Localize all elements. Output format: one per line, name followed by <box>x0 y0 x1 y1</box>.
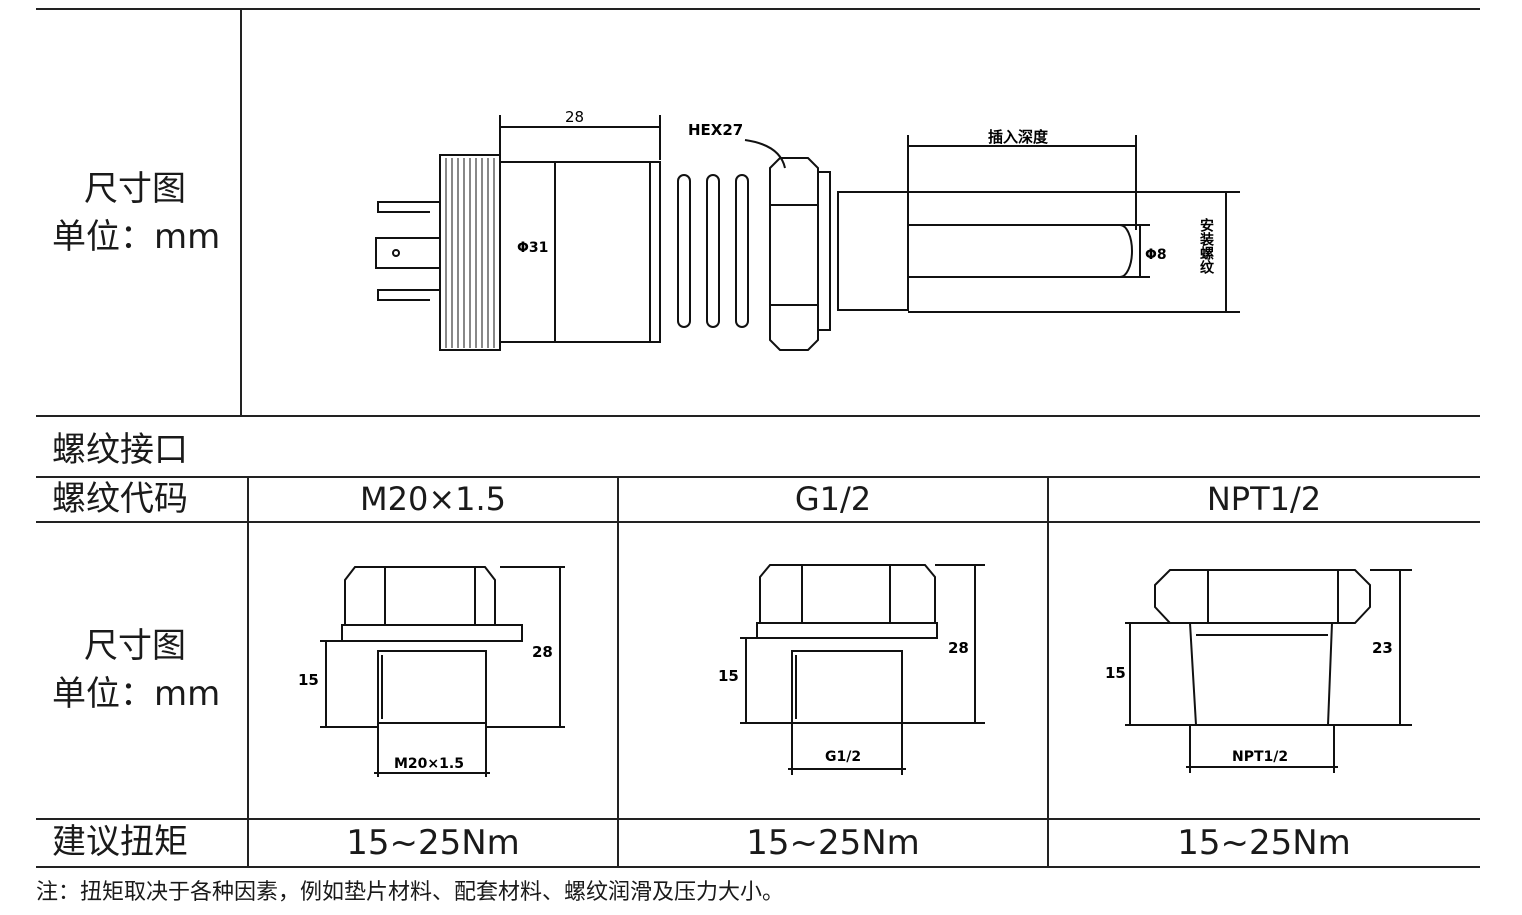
fitting-npt12-height: 23 <box>1372 639 1393 657</box>
torque-label: 建议扭矩 <box>52 822 188 862</box>
fitting-m20-height: 28 <box>532 643 553 661</box>
fitting-m20-thread-len: 15 <box>298 671 319 689</box>
dim-label-line1: 尺寸图 <box>84 626 186 666</box>
dim-hex-label: HEX27 <box>688 121 743 139</box>
footnote: 注：扭矩取决于各种因素，例如垫片材料、配套材料、螺纹润滑及压力大小。 <box>36 880 785 905</box>
thread-code-m20: M20×1.5 <box>359 480 507 518</box>
thread-code-g12: G1/2 <box>794 480 872 518</box>
section1-divider <box>240 8 242 416</box>
section1-label-line2: 单位：mm <box>52 217 221 257</box>
thread-code-npt12: NPT1/2 <box>1206 480 1322 518</box>
section1-label-line1: 尺寸图 <box>84 169 186 209</box>
section1-bottom <box>36 415 1480 417</box>
col-divider-1 <box>247 477 249 867</box>
fitting-npt12-thread: NPT1/2 <box>1232 749 1288 765</box>
fitting-npt12-drawing: 23 15 NPT1/2 <box>1105 569 1412 773</box>
sensor-dimension-drawing: 28 HEX27 插入深度 Φ31 Φ8 安装螺纹 <box>375 108 1240 351</box>
col-divider-2 <box>617 477 619 867</box>
torque-row-bottom <box>36 866 1480 868</box>
torque-g12: 15~25Nm <box>746 823 920 863</box>
fitting-g12-drawing: 28 15 G1/2 <box>718 564 985 775</box>
col-divider-3 <box>1047 477 1049 867</box>
dim-body-dia-label: Φ31 <box>517 240 548 256</box>
torque-npt12: 15~25Nm <box>1177 823 1351 863</box>
dim-probe-dia-label: Φ8 <box>1145 247 1167 263</box>
fitting-g12-thread: G1/2 <box>825 749 861 765</box>
fitting-g12-thread-len: 15 <box>718 667 739 685</box>
dim-length-label: 28 <box>565 108 584 126</box>
dim-thread-vertical-label: 安装螺纹 <box>1198 217 1215 275</box>
fitting-m20-drawing: 28 15 M20×1.5 <box>298 566 565 777</box>
top-border <box>36 8 1480 10</box>
drawing-row-bottom <box>36 818 1480 820</box>
dim-label-line2: 单位：mm <box>52 674 221 714</box>
section2-title-bottom <box>36 476 1480 478</box>
torque-m20: 15~25Nm <box>346 823 520 863</box>
header-row-bottom <box>36 521 1480 523</box>
fitting-npt12-thread-len: 15 <box>1105 664 1126 682</box>
thread-code-header: 螺纹代码 <box>52 479 188 519</box>
fitting-g12-height: 28 <box>948 639 969 657</box>
dim-insertion-label: 插入深度 <box>988 128 1049 146</box>
fitting-m20-thread: M20×1.5 <box>394 756 464 772</box>
section2-title: 螺纹接口 <box>52 430 188 470</box>
